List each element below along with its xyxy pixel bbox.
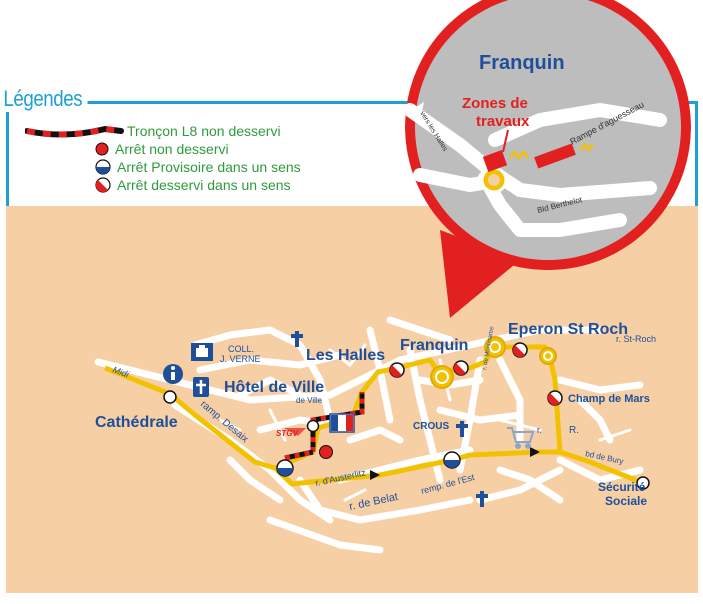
legend-label-provisoire: Arrêt Provisoire dans un sens	[117, 159, 301, 175]
bus-route-line	[104, 344, 644, 486]
stop-label-cathedrale: Cathédrale	[95, 414, 178, 431]
place-crous-label: CROUS	[413, 421, 449, 432]
legend-row-provisoire: Arrêt Provisoire dans un sens	[9, 157, 301, 177]
half-red-stop-icon[interactable]	[453, 360, 469, 376]
stop-label-hotel-de-ville: Hôtel de Ville	[224, 379, 324, 396]
legend-row-desservi-sens: Arrêt desservi dans un sens	[9, 175, 291, 195]
works-zone-marker[interactable]	[430, 365, 454, 389]
church-cross-icon	[193, 377, 209, 397]
town-hall-icon	[329, 413, 355, 433]
church-cross-icon	[456, 421, 468, 437]
legend-label-desservi-sens: Arrêt desservi dans un sens	[117, 177, 291, 193]
half-blue-stop-icon[interactable]	[276, 459, 294, 477]
legend-label-non-desservi: Arrêt non desservi	[115, 141, 229, 157]
stop-label-eperon: Eperon St Roch	[508, 321, 628, 338]
bus-route-line-south	[273, 449, 560, 487]
works-zone-marker[interactable]	[484, 336, 506, 358]
street-st-roch: r. St-Roch	[616, 334, 656, 344]
street-de-ville: de Ville	[296, 396, 323, 405]
stop-label-franquin: Franquin	[400, 337, 468, 354]
place-stgv-label: STGV	[276, 429, 298, 438]
half-red-stop-icon[interactable]	[512, 342, 528, 358]
stop-hotel-de-ville-marker[interactable]	[306, 419, 320, 433]
legend-label-l8: Tronçon L8 non desservi	[127, 123, 281, 139]
direction-arrow-icon	[370, 470, 380, 480]
street-r-dot: R.	[569, 425, 579, 436]
street-r: r.	[537, 425, 542, 435]
half-red-stop-icon[interactable]	[547, 390, 563, 406]
stop-label-les-halles: Les Halles	[306, 347, 385, 364]
stop-label-sociale: Sociale	[605, 494, 647, 508]
place-jverne-label: J. VERNE	[220, 354, 261, 364]
red-dot-icon[interactable]	[319, 445, 333, 459]
shopping-cart-icon	[507, 427, 535, 449]
place-coll-label: COLL.	[228, 344, 254, 354]
inset-title: Franquin	[479, 52, 565, 74]
info-icon[interactable]	[163, 364, 183, 384]
school-icon	[191, 343, 213, 361]
legend-panel: Tronçon L8 non desservi Arrêt non desser…	[6, 101, 698, 206]
half-red-stop-icon[interactable]	[389, 362, 405, 378]
works-zone-marker[interactable]	[539, 347, 557, 365]
stop-securite-sociale-marker[interactable]	[636, 476, 650, 490]
street-network	[94, 316, 644, 554]
legend-title: Légendes	[0, 86, 88, 112]
church-cross-icon	[476, 491, 488, 507]
direction-arrow-icon	[530, 447, 540, 457]
legend-row-non-desservi: Arrêt non desservi	[9, 139, 229, 159]
stop-label-securite: Sécurité	[598, 480, 646, 494]
stop-cathedrale-marker[interactable]	[163, 390, 177, 404]
stgv-logo	[284, 428, 306, 436]
legend-row-l8: Tronçon L8 non desservi	[9, 121, 281, 141]
stop-label-champ-de-mars: Champ de Mars	[568, 393, 650, 405]
church-cross-icon	[291, 331, 303, 347]
half-blue-stop-icon[interactable]	[443, 451, 461, 469]
